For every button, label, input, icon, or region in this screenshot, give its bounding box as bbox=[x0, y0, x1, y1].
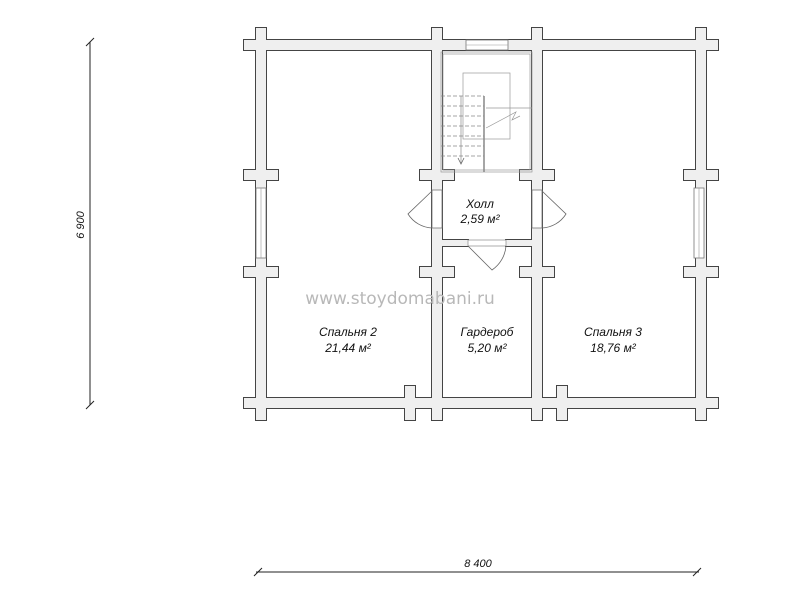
room-name: Гардероб bbox=[461, 325, 515, 339]
room-wardrobe: Гардероб 5,20 м² bbox=[461, 325, 515, 355]
room-bedroom-2: Спальня 2 21,44 м² bbox=[319, 325, 377, 355]
dimension-height-label: 6 900 bbox=[75, 210, 87, 238]
room-area: 5,20 м² bbox=[468, 341, 508, 355]
door-left-hall bbox=[407, 189, 443, 229]
door-wardrobe bbox=[467, 239, 507, 271]
window-top bbox=[465, 39, 509, 51]
room-hall: Холл 2,59 м² bbox=[460, 197, 501, 226]
room-name: Спальня 2 bbox=[319, 325, 377, 339]
watermark: www.stoydomabani.ru bbox=[305, 289, 495, 309]
window-left bbox=[255, 187, 267, 259]
door-right-hall bbox=[531, 189, 567, 229]
dimension-width-label: 8 400 bbox=[464, 558, 492, 570]
window-right bbox=[693, 187, 705, 259]
room-bedroom-3: Спальня 3 18,76 м² bbox=[584, 325, 642, 355]
room-name: Холл bbox=[465, 197, 494, 211]
dimension-horizontal: 8 400 bbox=[253, 558, 702, 577]
room-name: Спальня 3 bbox=[584, 325, 642, 339]
room-area: 21,44 м² bbox=[324, 341, 372, 355]
room-area: 18,76 м² bbox=[590, 341, 637, 355]
dimension-vertical: 6 900 bbox=[75, 37, 95, 410]
room-area: 2,59 м² bbox=[460, 212, 501, 226]
staircase bbox=[440, 51, 533, 173]
